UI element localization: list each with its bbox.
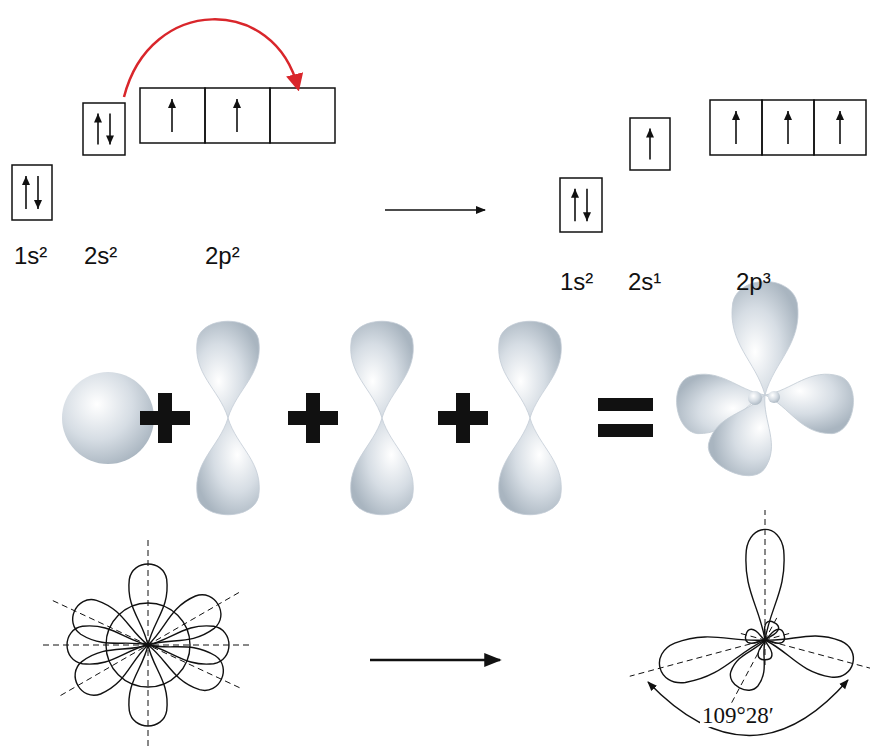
orbital-box bbox=[560, 178, 602, 232]
orbital-box bbox=[12, 165, 52, 220]
subshell-label: 2p³ bbox=[736, 270, 771, 294]
plus-sign bbox=[456, 393, 470, 443]
electron-spin-head bbox=[836, 111, 844, 120]
p-outline-lobe bbox=[138, 588, 227, 662]
orbital-box bbox=[630, 118, 670, 170]
sp3-back-lobe bbox=[759, 619, 781, 643]
electron-spin-head bbox=[168, 99, 176, 108]
p-outline-lobe bbox=[140, 628, 230, 697]
electron-spin-head bbox=[732, 111, 740, 120]
orbital-box bbox=[762, 100, 814, 155]
sp3-lobe bbox=[761, 366, 857, 437]
p-orbital-lobe bbox=[499, 418, 562, 515]
plus-sign bbox=[306, 393, 320, 443]
orbital-box bbox=[710, 100, 762, 155]
equals-sign bbox=[598, 424, 653, 437]
sp3-lobe bbox=[732, 281, 798, 395]
electron-spin-head bbox=[106, 136, 114, 145]
p-orbital-lobe bbox=[351, 321, 414, 418]
electron-spin-head bbox=[94, 113, 102, 122]
orbital-box bbox=[814, 100, 866, 155]
equals-sign bbox=[598, 398, 653, 411]
sp3-back-lobe bbox=[744, 628, 767, 647]
orbital-box bbox=[270, 88, 335, 143]
subshell-label: 1s² bbox=[560, 270, 593, 294]
p-orbital-lobe bbox=[499, 321, 562, 418]
orbital-box bbox=[205, 88, 270, 143]
p-orbital-lobe bbox=[197, 321, 260, 418]
p-outline-lobe bbox=[68, 628, 157, 702]
angle-arc bbox=[648, 680, 848, 736]
orbital-box-diagram bbox=[12, 19, 866, 232]
subshell-label: 1s² bbox=[14, 244, 47, 268]
orbital-box bbox=[83, 103, 125, 155]
sp3-back-lobe bbox=[758, 640, 772, 660]
electron-spin-head bbox=[646, 128, 654, 137]
p-outline-lobe bbox=[67, 593, 157, 662]
sp3-back-lobe bbox=[748, 391, 762, 405]
sp3-back-lobe bbox=[768, 391, 780, 403]
sp3-outline-lobe bbox=[746, 529, 784, 640]
sp3-back-lobe bbox=[763, 628, 786, 647]
bond-angle: 109°28′ bbox=[700, 704, 776, 727]
electron-spin-head bbox=[233, 99, 241, 108]
electron-spin-head bbox=[22, 176, 30, 185]
subshell-label: 2p² bbox=[205, 244, 240, 268]
subshell-label: 2s² bbox=[84, 244, 117, 268]
p-orbital-lobe bbox=[197, 418, 260, 515]
sp3-lobe bbox=[701, 382, 793, 485]
p-orbital-lobe bbox=[351, 418, 414, 515]
reaction-arrow bbox=[385, 209, 485, 211]
sp3-outline-right bbox=[630, 510, 870, 736]
electron-spin-head bbox=[784, 111, 792, 120]
orbital-box bbox=[140, 88, 205, 143]
plus-sign bbox=[158, 393, 172, 443]
electron-spin-head bbox=[583, 212, 591, 221]
electron-spin-head bbox=[571, 189, 579, 198]
sp3-outline-lobe bbox=[760, 622, 858, 682]
electron-spin-head bbox=[34, 200, 42, 209]
sp3-outline-lobe bbox=[655, 620, 771, 688]
promotion-arrow bbox=[124, 19, 298, 97]
reaction-arrow bbox=[370, 659, 500, 662]
orbital-outline-left bbox=[43, 540, 500, 747]
orbital-combination bbox=[62, 281, 857, 514]
subshell-label: 2s¹ bbox=[628, 270, 661, 294]
